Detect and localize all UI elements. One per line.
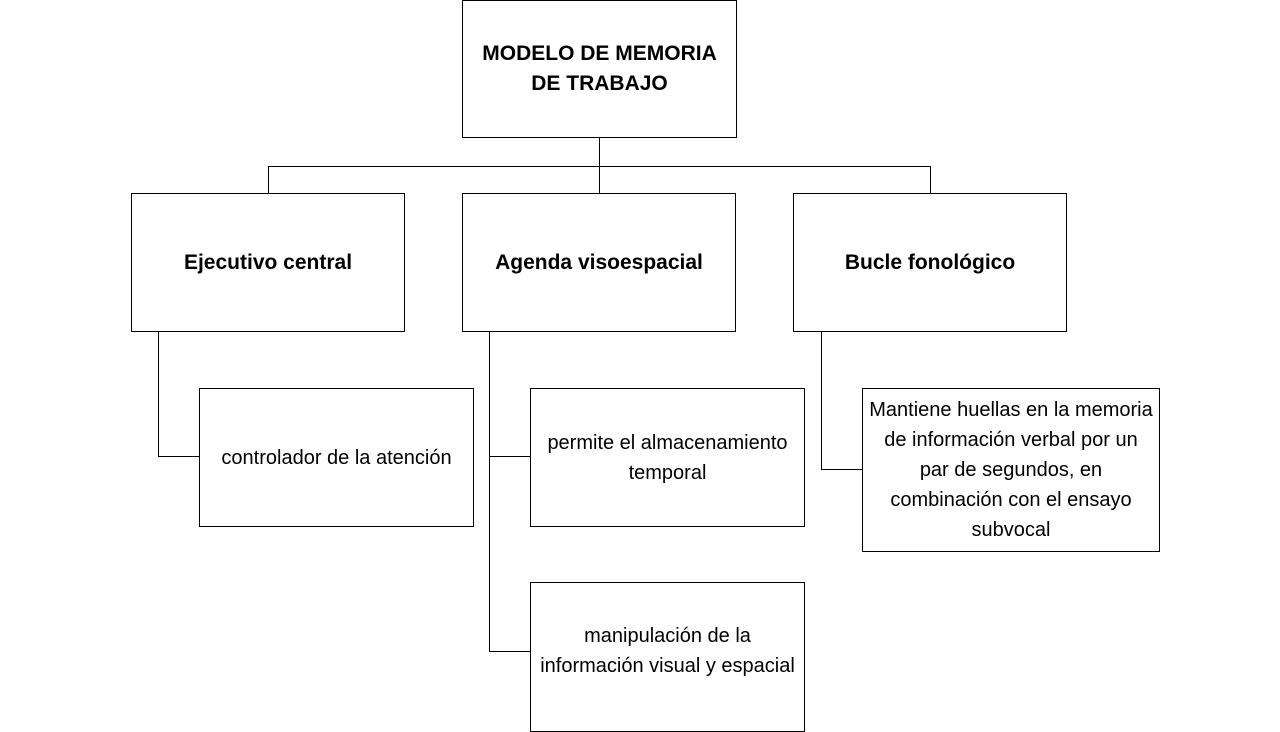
detail-text: manipulación de la información visual y … bbox=[540, 625, 795, 677]
root-node: MODELO DE MEMORIA DE TRABAJO bbox=[462, 0, 737, 138]
detail-node-almacenamiento: permite el almacenamiento temporal bbox=[530, 388, 805, 527]
connector-bucle-huellas bbox=[821, 332, 862, 470]
node-ejecutivo-central: Ejecutivo central bbox=[131, 193, 405, 332]
node-bucle-fonologico: Bucle fonológico bbox=[793, 193, 1067, 332]
connector-ejecutivo-atencion bbox=[158, 332, 199, 457]
detail-text: permite el almacenamiento temporal bbox=[547, 431, 788, 484]
detail-text: Mantiene huellas en la memoria de inform… bbox=[869, 399, 1153, 541]
node-agenda-visoespacial: Agenda visoespacial bbox=[462, 193, 736, 332]
node-title: Bucle fonológico bbox=[844, 250, 1016, 274]
detail-node-atencion: controlador de la atención bbox=[199, 388, 474, 527]
node-title: Agenda visoespacial bbox=[495, 250, 703, 274]
root-label: MODELO DE MEMORIA DE TRABAJO bbox=[482, 42, 717, 95]
detail-text: controlador de la atención bbox=[221, 446, 452, 469]
detail-node-huellas: Mantiene huellas en la memoria de inform… bbox=[862, 388, 1160, 552]
node-title: Ejecutivo central bbox=[183, 250, 353, 274]
detail-node-manipulacion: manipulación de la información visual y … bbox=[530, 582, 805, 732]
